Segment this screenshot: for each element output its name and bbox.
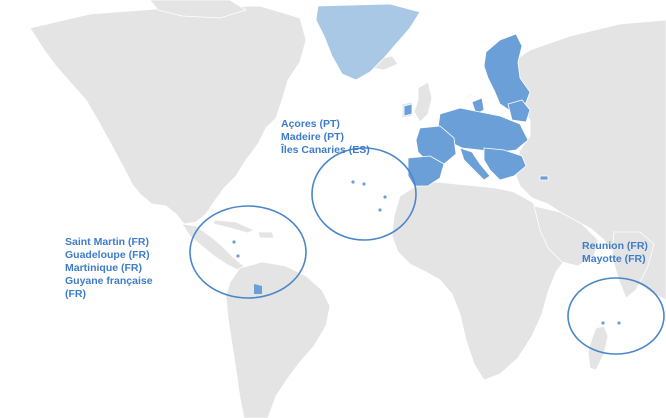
label-saint-martin: Saint Martin (FR) (65, 236, 149, 248)
eu-balkans (483, 147, 527, 181)
great-britain (413, 81, 433, 123)
indian-ocean-region-labels: Reunion (FR) Mayotte (FR) (582, 240, 648, 266)
label-guyane-fr: (FR) (65, 288, 86, 300)
label-iles-canaries: Îles Canaries (ES) (281, 144, 370, 156)
label-guyane-francaise: Guyane française (65, 275, 153, 287)
outermost-region-markers (232, 180, 621, 325)
region-highlights (189, 147, 665, 355)
eu-member-states (403, 33, 549, 187)
africa-landmass (391, 181, 573, 381)
arabian-peninsula (533, 205, 599, 267)
cuba (213, 219, 255, 234)
label-mayotte: Mayotte (FR) (582, 253, 646, 265)
eu-iberia (407, 155, 445, 187)
eu-ireland (403, 103, 413, 117)
french-guiana-marker (254, 284, 262, 294)
label-acores: Açores (PT) (281, 118, 340, 130)
greenland (315, 3, 421, 81)
south-america-landmass (225, 261, 331, 418)
eu-scandinavia (483, 33, 531, 113)
azores-dot (362, 182, 366, 186)
atlantic-circle-highlight (311, 147, 417, 241)
eu-cyprus (539, 175, 549, 181)
caribbean-region-labels: Saint Martin (FR) Guadeloupe (FR) Martin… (65, 236, 153, 301)
label-guadeloupe: Guadeloupe (FR) (65, 249, 150, 261)
eu-baltics (507, 99, 531, 123)
caribbean-circle-highlight (189, 205, 307, 299)
atlantic-region-labels: Açores (PT) Madeire (PT) Îles Canaries (… (281, 118, 370, 157)
caribbean-dot (232, 240, 236, 244)
arctic-islands (149, 0, 247, 19)
mayotte-dot (617, 321, 621, 325)
label-madeire: Madeire (PT) (281, 131, 345, 143)
madagascar (587, 325, 609, 371)
caribbean-dot-2 (236, 254, 240, 258)
hispaniola (257, 231, 275, 239)
label-martinique: Martinique (FR) (65, 262, 142, 274)
eu-denmark (471, 97, 485, 115)
north-america-landmass (29, 5, 307, 225)
madeira-dot (383, 195, 387, 199)
canaries-dot (351, 180, 355, 184)
reunion-dot (601, 321, 605, 325)
eu-italy (459, 147, 491, 181)
canaries-dot-2 (378, 208, 382, 212)
label-reunion: Reunion (FR) (582, 240, 648, 252)
indian-subcontinent (611, 231, 655, 299)
indian-ocean-circle-highlight (567, 277, 665, 355)
land-masses (29, 0, 666, 418)
